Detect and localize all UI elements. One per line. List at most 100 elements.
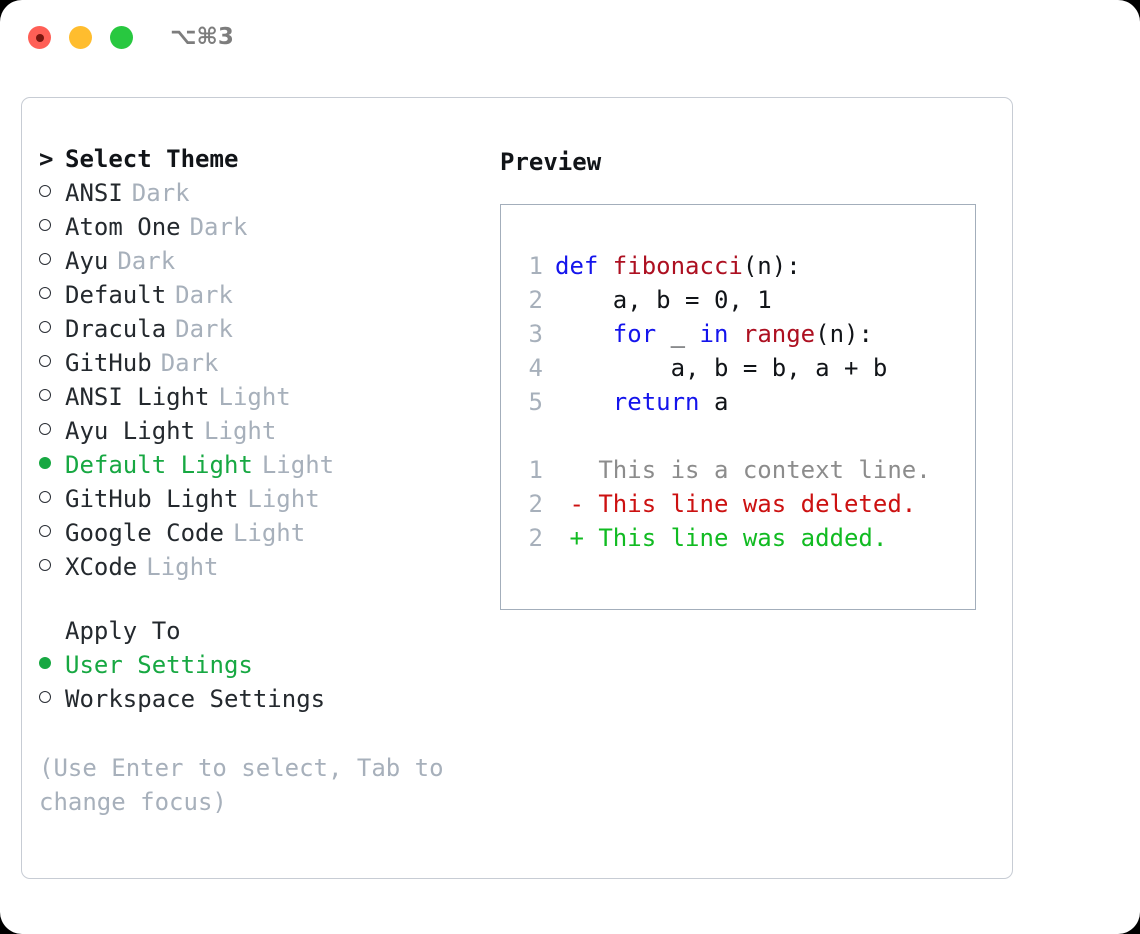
radio-unselected-icon[interactable]: [39, 219, 65, 235]
apply-to-label: User Settings: [65, 651, 253, 679]
theme-variant-tag: Dark: [175, 281, 233, 309]
radio-unselected-icon[interactable]: [39, 355, 65, 371]
theme-variant-tag: Dark: [117, 247, 176, 275]
window-controls: [28, 26, 133, 49]
code-line-text: a, b = 0, 1: [555, 286, 772, 314]
theme-list-item[interactable]: Ayu Dark: [39, 247, 499, 281]
theme-name: Ayu Light: [65, 417, 196, 445]
code-line-number: 3: [528, 320, 543, 348]
theme-variant-tag: Light: [247, 485, 320, 513]
theme-list-item[interactable]: GitHub Dark: [39, 349, 499, 383]
code-line: 3 for _ in range(n):: [515, 317, 967, 351]
theme-variant-tag: Light: [146, 553, 219, 581]
theme-list-item[interactable]: XCode Light: [39, 553, 499, 587]
code-line: 4 a, b = b, a + b: [515, 351, 967, 385]
theme-name: Atom One: [65, 213, 181, 241]
keyboard-hint-text: (Use Enter to select, Tab to change focu…: [39, 754, 459, 816]
theme-list-item[interactable]: ANSI Light Light: [39, 383, 499, 417]
theme-name: GitHub Light: [65, 485, 239, 513]
diff-line: 1 This is a context line.: [515, 453, 967, 487]
code-line-text: a, b = b, a + b: [555, 354, 888, 382]
code-diff-separator: [515, 419, 967, 453]
theme-list-item[interactable]: ANSI Dark: [39, 179, 499, 213]
radio-unselected-icon[interactable]: [39, 423, 65, 439]
radio-unselected-icon[interactable]: [39, 321, 65, 337]
select-theme-header: > Select Theme: [39, 145, 499, 179]
theme-variant-tag: Light: [218, 383, 291, 411]
minimize-button[interactable]: [69, 26, 92, 49]
diff-line-number: 1: [528, 456, 543, 484]
diff-line-text: This is a context line.: [555, 456, 931, 484]
theme-name: ANSI: [65, 179, 123, 207]
theme-variant-tag: Dark: [160, 349, 219, 377]
radio-selected-icon[interactable]: [39, 457, 65, 473]
theme-list-item[interactable]: Ayu Light Light: [39, 417, 499, 451]
apply-to-label: Workspace Settings: [65, 685, 326, 713]
radio-selected-icon[interactable]: [39, 657, 65, 673]
theme-list-item[interactable]: Default Light Light: [39, 451, 499, 485]
radio-unselected-icon[interactable]: [39, 253, 65, 269]
diff-line-number: 2: [528, 524, 543, 552]
theme-name: XCode: [65, 553, 138, 581]
theme-list-item[interactable]: GitHub Light Light: [39, 485, 499, 519]
code-line-text: for _ in range(n):: [612, 320, 873, 348]
theme-variant-tag: Dark: [131, 179, 190, 207]
code-line-number: 2: [528, 286, 543, 314]
code-line-number: 5: [528, 388, 543, 416]
theme-name: Google Code: [65, 519, 224, 547]
apply-to-header: Apply To: [39, 617, 499, 651]
theme-list-item[interactable]: Atom One Dark: [39, 213, 499, 247]
theme-name: ANSI Light: [65, 383, 210, 411]
title-bar: ⌥⌘3: [0, 0, 1140, 78]
theme-variant-tag: Light: [232, 519, 306, 547]
theme-name: Ayu: [65, 247, 109, 275]
theme-name: Default Light: [65, 451, 253, 479]
keyboard-shortcut-label: ⌥⌘3: [170, 24, 234, 50]
theme-variant-tag: Light: [204, 417, 277, 445]
radio-unselected-icon[interactable]: [39, 491, 65, 507]
theme-variant-tag: Dark: [189, 213, 248, 241]
apply-to-item[interactable]: User Settings: [39, 651, 499, 685]
code-line: 1 def fibonacci(n):: [515, 249, 967, 283]
diff-line-text: + This line was added.: [555, 524, 888, 552]
apply-to-title: Apply To: [65, 617, 181, 645]
code-line: 5 return a: [515, 385, 967, 419]
diff-line-text: - This line was deleted.: [555, 490, 917, 518]
radio-unselected-icon[interactable]: [39, 287, 65, 303]
preview-title: Preview: [500, 148, 602, 176]
theme-name: GitHub: [65, 349, 152, 377]
code-line-number: 1: [528, 252, 543, 280]
caret-icon: >: [39, 145, 54, 173]
radio-unselected-icon[interactable]: [39, 389, 65, 405]
close-button[interactable]: [28, 26, 51, 49]
diff-lines: 1 This is a context line.2 - This line w…: [515, 453, 967, 555]
select-theme-title: Select Theme: [65, 145, 239, 173]
code-line: 2 a, b = 0, 1: [515, 283, 967, 317]
diff-line: 2 + This line was added.: [515, 521, 967, 555]
apply-to-item[interactable]: Workspace Settings: [39, 685, 499, 719]
radio-unselected-icon[interactable]: [39, 525, 65, 541]
diff-line-number: 2: [528, 490, 543, 518]
theme-list-item[interactable]: Dracula Dark: [39, 315, 499, 349]
theme-list-item[interactable]: Google Code Light: [39, 519, 499, 553]
diff-line: 2 - This line was deleted.: [515, 487, 967, 521]
radio-unselected-icon[interactable]: [39, 691, 65, 707]
code-line-number: 4: [528, 354, 543, 382]
code-line-text: def fibonacci(n):: [555, 252, 801, 280]
theme-variant-tag: Dark: [175, 315, 233, 343]
radio-unselected-icon[interactable]: [39, 559, 65, 575]
theme-variant-tag: Light: [261, 451, 335, 479]
theme-name: Dracula: [65, 315, 167, 343]
radio-unselected-icon[interactable]: [39, 185, 65, 201]
zoom-button[interactable]: [110, 26, 133, 49]
